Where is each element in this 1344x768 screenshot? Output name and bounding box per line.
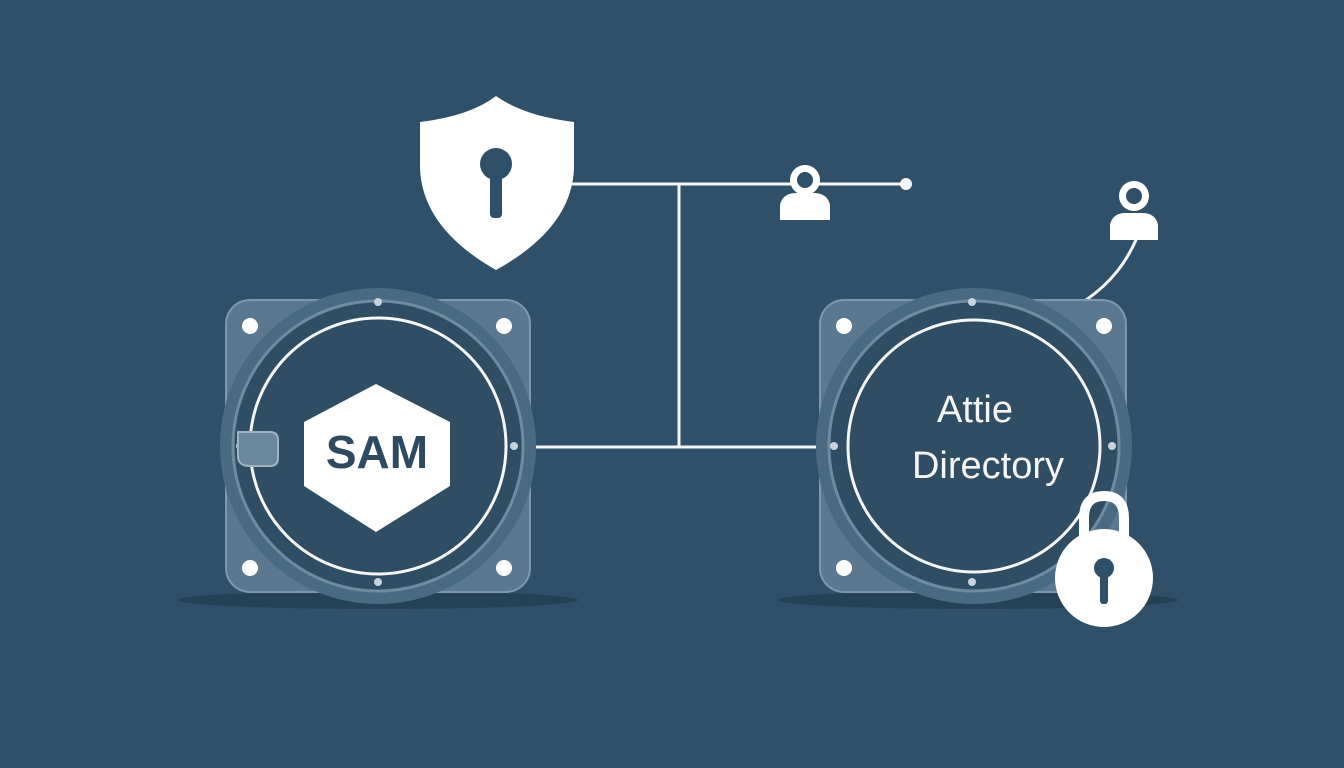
vault-bolt	[1096, 318, 1112, 334]
shield-keyhole-icon	[420, 96, 574, 270]
directory-vault: Attie Directory	[816, 288, 1132, 604]
vault-bolt	[496, 318, 512, 334]
vault-rivet	[374, 298, 382, 306]
vault-rivet	[968, 578, 976, 586]
sam-vault: SAM	[220, 288, 536, 604]
user-icon	[780, 165, 830, 220]
connector-lines	[530, 182, 1138, 449]
vault-rivet	[510, 442, 518, 450]
directory-label-line2: Directory	[912, 445, 1064, 487]
connector-user-curve	[1084, 238, 1138, 302]
vault-rivet	[374, 578, 382, 586]
vault-rivet	[1108, 442, 1116, 450]
vault-bolt	[242, 560, 258, 576]
padlock-icon	[1055, 490, 1153, 627]
user-icon	[1110, 181, 1158, 240]
vault-rivet	[830, 442, 838, 450]
sam-badge: SAM	[304, 384, 450, 532]
vault-bolt	[496, 560, 512, 576]
vault-hinge	[237, 431, 279, 467]
vault-bolt	[242, 318, 258, 334]
vault-bolt	[836, 318, 852, 334]
vault-bolt	[836, 560, 852, 576]
directory-label-line1: Attie	[937, 389, 1013, 431]
sam-label: SAM	[326, 426, 428, 478]
vault-rivet	[968, 298, 976, 306]
connector-endpoint-dot	[900, 178, 912, 190]
